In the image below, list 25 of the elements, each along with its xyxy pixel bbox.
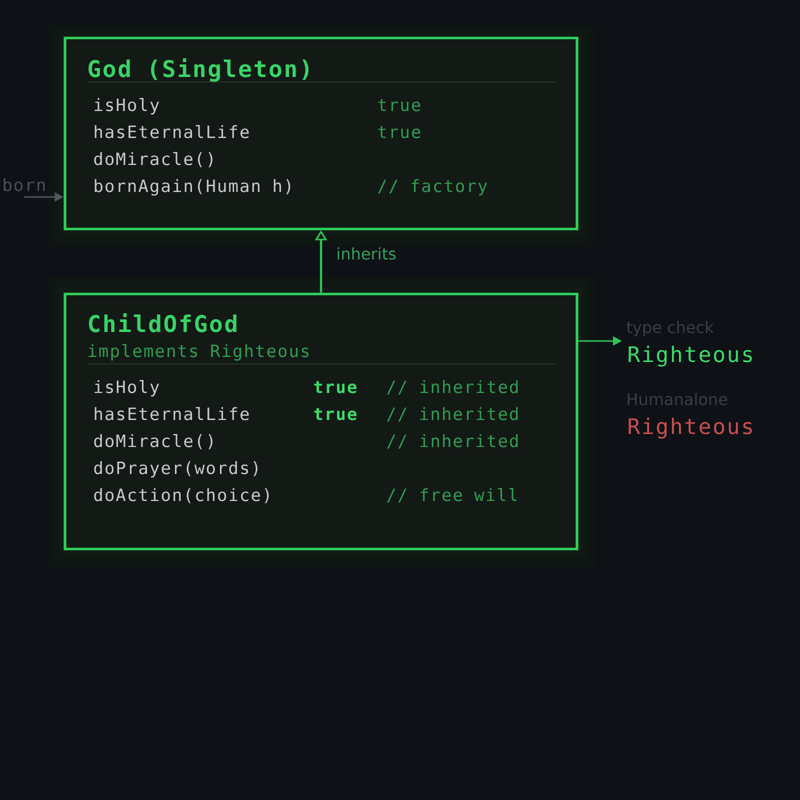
- interface-note: implements Righteous: [88, 344, 309, 361]
- member-value: true: [314, 408, 356, 420]
- member-value: true: [378, 126, 420, 138]
- member-name: bornAgain(Human h): [94, 179, 290, 196]
- type-name: Righteous: [628, 418, 752, 439]
- class-name: God (Singleton): [88, 58, 309, 82]
- member-name: hasEternalLife: [94, 125, 249, 138]
- edge-label: inherits: [338, 247, 396, 260]
- member-name: isHoly: [94, 380, 160, 397]
- member-name: isHoly: [94, 98, 160, 115]
- member-value: true: [378, 99, 420, 112]
- faded-text: born: [4, 178, 45, 192]
- member-name: doMiracle(): [94, 152, 212, 168]
- member-name: doAction(choice): [94, 488, 269, 504]
- member-name: hasEternalLife: [94, 407, 249, 420]
- member-name: doPrayer(words): [94, 461, 258, 478]
- code-comment: // free will: [387, 488, 517, 503]
- code-comment: // inherited: [387, 434, 518, 449]
- member-name: doMiracle(): [94, 434, 212, 450]
- type-name: Righteous: [628, 346, 752, 367]
- code-comment: // inherited: [387, 380, 518, 395]
- code-comment: // inherited: [387, 407, 518, 422]
- code-comment: // factory: [378, 179, 488, 196]
- member-value: true: [314, 381, 356, 394]
- class-name: ChildOfGod: [88, 313, 236, 332]
